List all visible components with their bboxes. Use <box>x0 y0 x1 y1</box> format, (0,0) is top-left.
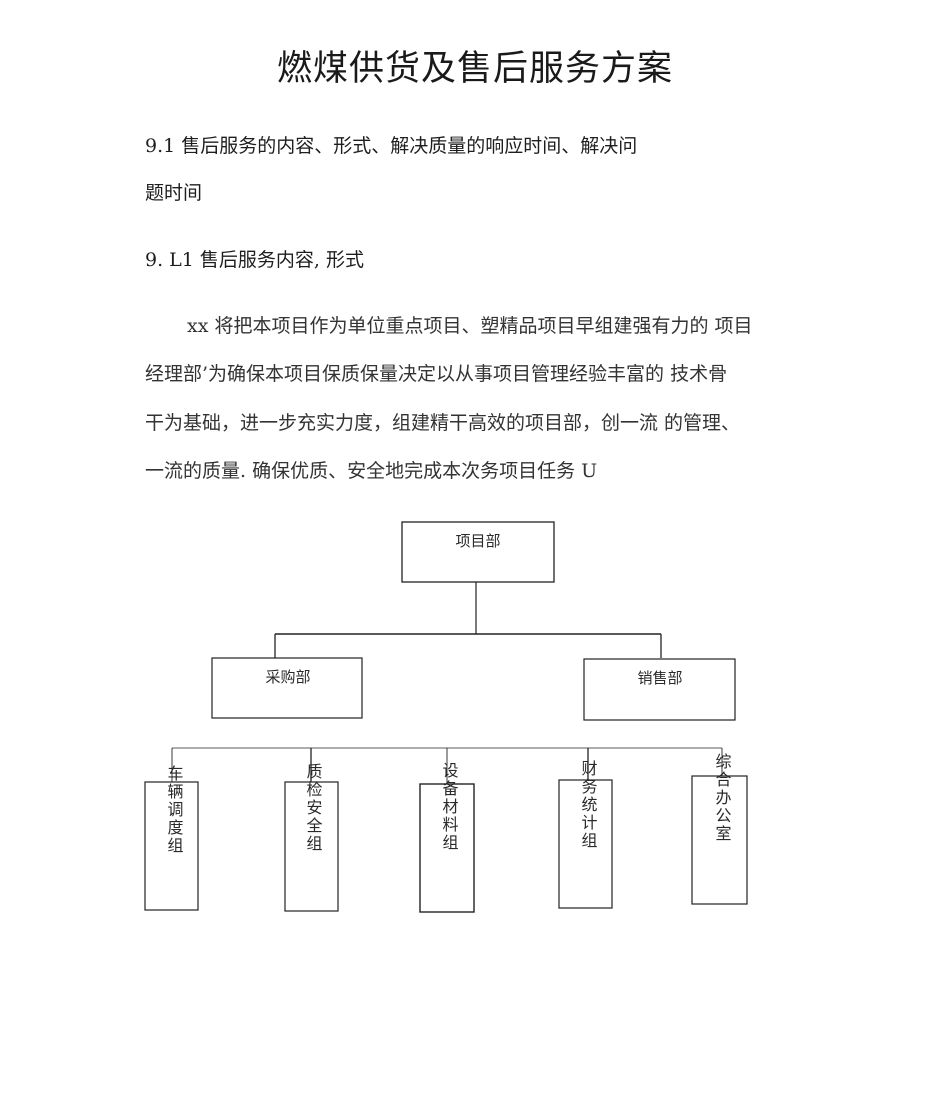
org-group-label-4: 财务统计组 <box>579 760 598 850</box>
paragraph-line-2: 经理部’为确保本项目保质保量决定以从事项目管理经验丰富的 技术骨 <box>145 363 728 385</box>
org-root-box <box>401 521 555 583</box>
section-heading-9-1-line1: 9.1 售后服务的内容、形式、解决质量的响应时间、解决问 <box>145 135 638 157</box>
org-root-label: 项目部 <box>455 532 500 550</box>
org-group-label-3: 设备材料组 <box>440 762 459 852</box>
org-group-label-5: 综合办公室 <box>713 753 732 843</box>
org-dept-box-purchasing <box>211 657 363 719</box>
org-group-label-2: 质检安全组 <box>304 763 323 853</box>
org-dept-box-sales <box>583 658 736 721</box>
paragraph-line-4: 一流的质量. 确保优质、安全地完成本次务项目任务 U <box>145 460 598 482</box>
paragraph-line-3: 干为基础，进一步充实力度，组建精干高效的项目部，创一流 的管理、 <box>145 412 741 434</box>
org-dept-label-sales: 销售部 <box>637 669 682 687</box>
org-group-box-4 <box>558 779 613 909</box>
subsection-heading-9-1-1: 9. L1 售后服务内容, 形式 <box>145 249 364 271</box>
org-group-label-1: 车辆调度组 <box>165 765 184 855</box>
paragraph-line-1: xx 将把本项目作为单位重点项目、塑精品项目早组建强有力的 项目 <box>187 315 753 337</box>
org-group-box-2 <box>284 781 339 912</box>
org-group-box-3 <box>419 783 475 913</box>
section-heading-9-1-line2: 题时间 <box>145 182 203 204</box>
org-group-box-5 <box>691 775 748 905</box>
document-title: 燃煤供货及售后服务方案 <box>276 49 673 89</box>
org-dept-label-purchasing: 采购部 <box>265 668 310 686</box>
org-group-box-1 <box>144 781 199 911</box>
